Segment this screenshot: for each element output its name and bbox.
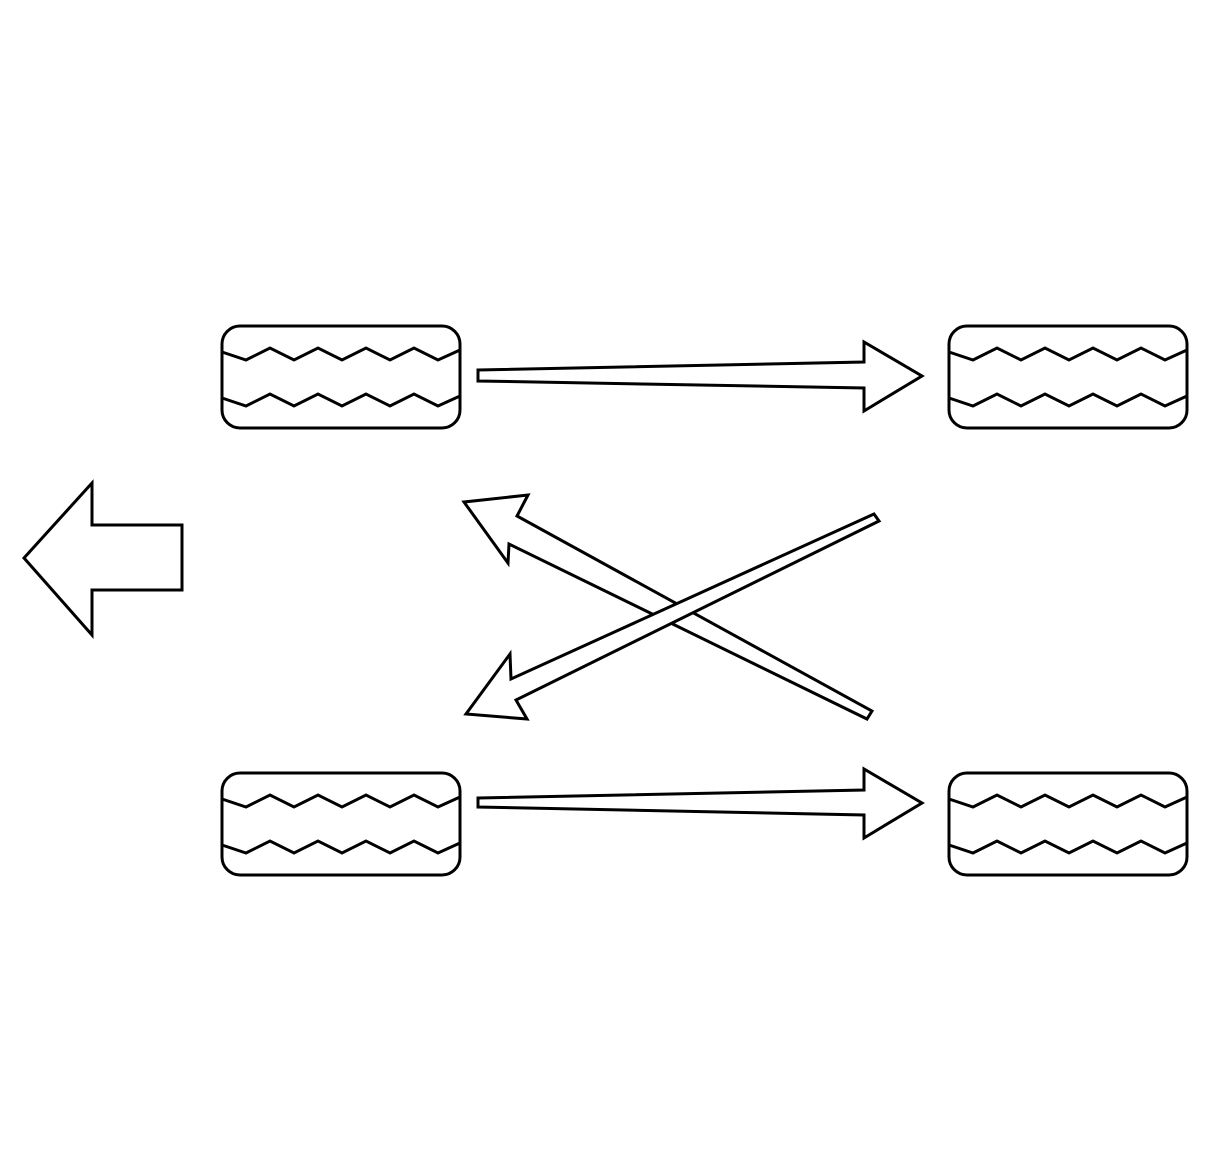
tire-right-rear-icon — [947, 771, 1189, 877]
arrow-left-front-to-right-front-icon — [476, 339, 925, 414]
vehicle-direction-arrow-icon — [21, 479, 184, 639]
arrow-right-front-to-left-rear-icon — [463, 512, 882, 721]
tire-right-front-icon — [947, 324, 1189, 430]
arrow-left-rear-to-right-rear-icon — [476, 766, 925, 841]
tire-left-front-icon — [220, 324, 462, 430]
tire-left-rear-icon — [220, 771, 462, 877]
